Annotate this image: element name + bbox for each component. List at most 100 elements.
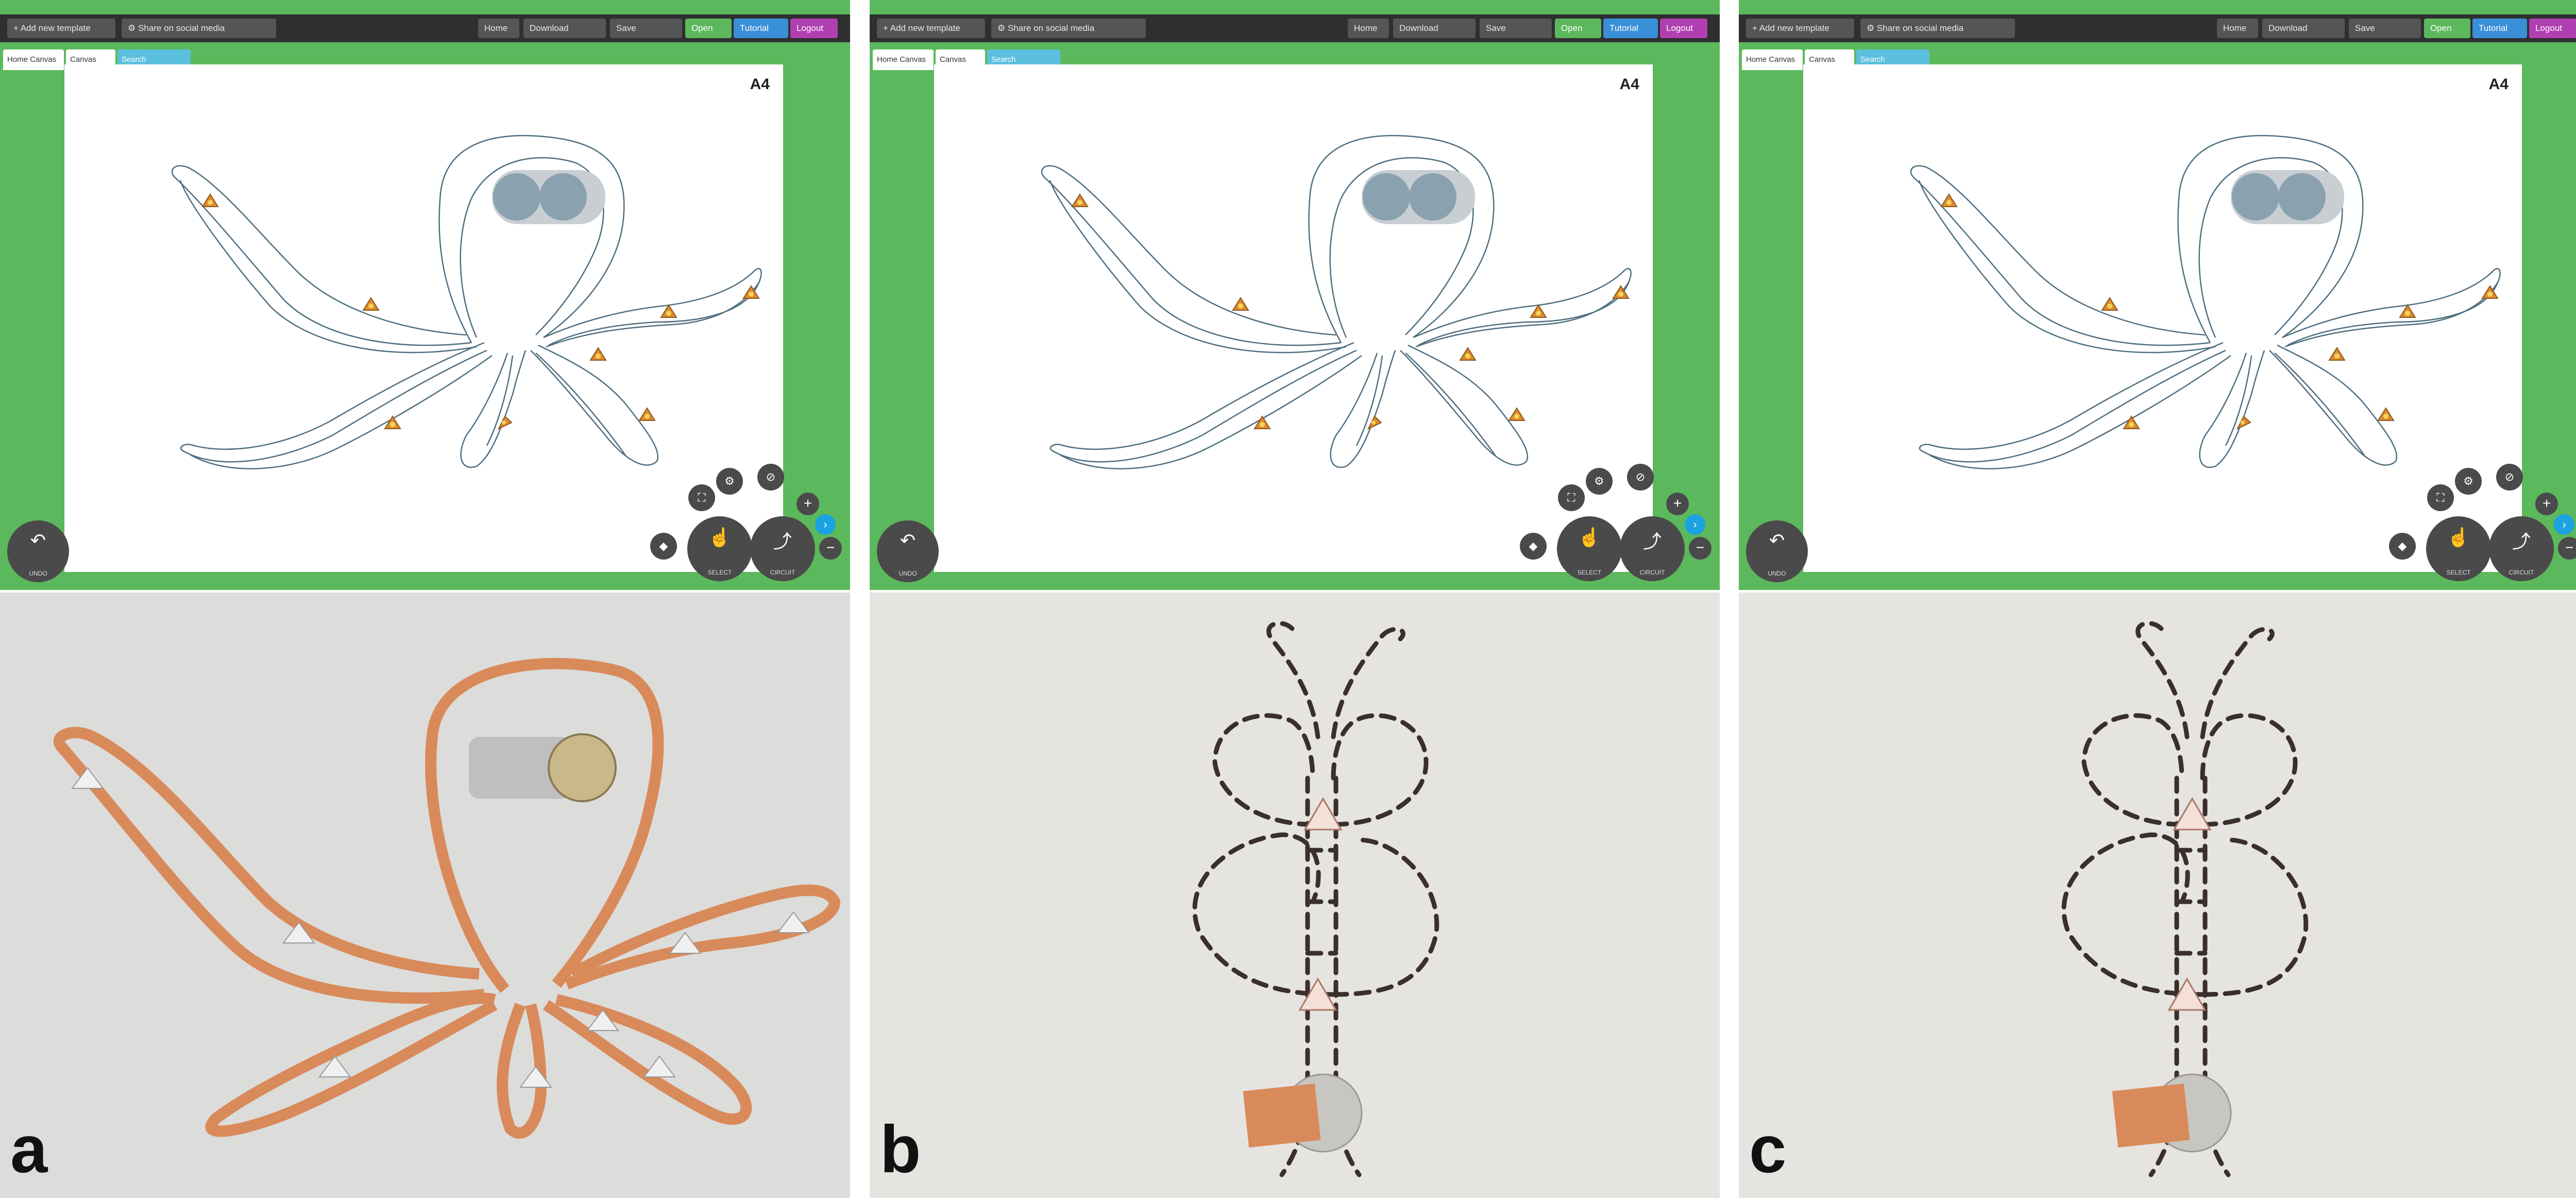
add-template-button[interactable]: + Add new template bbox=[7, 19, 115, 38]
settings-icon[interactable]: ⚙ bbox=[716, 468, 743, 495]
download-button[interactable]: Download bbox=[523, 19, 606, 38]
logout-button[interactable]: Logout bbox=[2529, 19, 2576, 38]
app-window: + Add new template ⚙ Share on social med… bbox=[870, 0, 1720, 590]
open-button[interactable]: Open bbox=[2424, 19, 2470, 38]
app-window: + Add new template ⚙ Share on social med… bbox=[1739, 0, 2576, 590]
layers-icon[interactable]: ◆ bbox=[650, 533, 677, 560]
photo-svg bbox=[870, 593, 1720, 1198]
fabricated-circuit-photo bbox=[0, 593, 850, 1198]
zoom-out-button[interactable]: − bbox=[2558, 537, 2576, 560]
share-button[interactable]: ⚙ Share on social media bbox=[122, 19, 276, 38]
tutorial-button[interactable]: Tutorial bbox=[734, 19, 788, 38]
save-button[interactable]: Save bbox=[1480, 19, 1552, 38]
layers-icon[interactable]: ◆ bbox=[2389, 533, 2416, 560]
select-button[interactable]: ☝ SELECT bbox=[1557, 516, 1622, 581]
undo-icon: ↶ bbox=[30, 530, 46, 551]
delete-icon[interactable]: ⊘ bbox=[757, 464, 784, 491]
zoom-in-button[interactable]: + bbox=[796, 493, 819, 515]
settings-icon[interactable]: ⚙ bbox=[2455, 468, 2482, 495]
add-template-button[interactable]: + Add new template bbox=[877, 19, 985, 38]
circuit-label: CIRCUIT bbox=[1639, 569, 1665, 576]
panel-toggle-button[interactable]: › bbox=[2554, 514, 2574, 535]
circuit-button[interactable]: ⤴ CIRCUIT bbox=[2489, 516, 2554, 581]
circuit-drawing[interactable] bbox=[1803, 64, 2522, 572]
wire-icon: ⤴ bbox=[2512, 531, 2531, 552]
select-button[interactable]: ☝ SELECT bbox=[687, 516, 752, 581]
zoom-in-button[interactable]: + bbox=[2535, 493, 2558, 515]
tab-home-canvas[interactable]: Home Canvas bbox=[3, 49, 64, 70]
paper-size-label: A4 bbox=[750, 76, 770, 93]
drawing-canvas[interactable]: A4 bbox=[1803, 64, 2522, 572]
fit-icon[interactable]: ⛶ bbox=[2427, 484, 2454, 511]
add-template-button[interactable]: + Add new template bbox=[1746, 19, 1854, 38]
battery-holder bbox=[469, 737, 572, 799]
delete-icon[interactable]: ⊘ bbox=[2496, 464, 2523, 491]
layers-icon[interactable]: ◆ bbox=[1520, 533, 1547, 560]
select-label: SELECT bbox=[2446, 569, 2471, 576]
drawing-canvas[interactable]: A4 bbox=[64, 64, 783, 572]
share-button[interactable]: ⚙ Share on social media bbox=[1860, 19, 2015, 38]
led-module-lower bbox=[2167, 977, 2207, 1011]
circuit-label: CIRCUIT bbox=[770, 569, 795, 576]
figure-panel-a: + Add new template ⚙ Share on social med… bbox=[0, 0, 850, 1198]
circuit-button[interactable]: ⤴ CIRCUIT bbox=[1620, 516, 1685, 581]
save-button[interactable]: Save bbox=[610, 19, 682, 38]
save-button[interactable]: Save bbox=[2349, 19, 2421, 38]
undo-button[interactable]: ↶ UNDO bbox=[1746, 520, 1808, 582]
paper-size-label: A4 bbox=[1619, 76, 1639, 93]
panel-toggle-button[interactable]: › bbox=[815, 514, 836, 535]
led-modules bbox=[71, 767, 810, 1088]
undo-icon: ↶ bbox=[1769, 530, 1785, 551]
undo-label: UNDO bbox=[29, 570, 47, 577]
undo-button[interactable]: ↶ UNDO bbox=[7, 520, 69, 582]
tutorial-button[interactable]: Tutorial bbox=[1603, 19, 1658, 38]
figure-panel-b: + Add new template ⚙ Share on social med… bbox=[870, 0, 1720, 1198]
photo-svg bbox=[0, 593, 850, 1198]
undo-icon: ↶ bbox=[900, 530, 916, 551]
settings-icon[interactable]: ⚙ bbox=[1586, 468, 1613, 495]
zoom-in-button[interactable]: + bbox=[1666, 493, 1689, 515]
open-button[interactable]: Open bbox=[1555, 19, 1601, 38]
panel-toggle-button[interactable]: › bbox=[1685, 514, 1705, 535]
fit-icon[interactable]: ⛶ bbox=[688, 484, 715, 511]
open-button[interactable]: Open bbox=[685, 19, 732, 38]
app-window: + Add new template ⚙ Share on social med… bbox=[0, 0, 850, 590]
select-button[interactable]: ☝ SELECT bbox=[2426, 516, 2491, 581]
drawing-canvas[interactable]: A4 bbox=[934, 64, 1653, 572]
select-icon: ☝ bbox=[2447, 527, 2470, 548]
tutorial-button[interactable]: Tutorial bbox=[2472, 19, 2527, 38]
tab-home-canvas[interactable]: Home Canvas bbox=[1742, 49, 1803, 70]
select-label: SELECT bbox=[707, 569, 732, 576]
select-label: SELECT bbox=[1577, 569, 1602, 576]
zoom-out-button[interactable]: − bbox=[1689, 537, 1711, 560]
paper-size-label: A4 bbox=[2488, 76, 2509, 93]
select-icon: ☝ bbox=[1578, 527, 1601, 548]
share-button[interactable]: ⚙ Share on social media bbox=[991, 19, 1146, 38]
circuit-button[interactable]: ⤴ CIRCUIT bbox=[750, 516, 815, 581]
led-module-lower bbox=[1298, 977, 1337, 1011]
home-button[interactable]: Home bbox=[2217, 19, 2258, 38]
coin-battery bbox=[548, 733, 617, 802]
circuit-drawing[interactable] bbox=[934, 64, 1653, 572]
undo-label: UNDO bbox=[1768, 570, 1786, 577]
delete-icon[interactable]: ⊘ bbox=[1627, 464, 1654, 491]
home-button[interactable]: Home bbox=[478, 19, 519, 38]
undo-button[interactable]: ↶ UNDO bbox=[877, 520, 939, 582]
tab-home-canvas[interactable]: Home Canvas bbox=[873, 49, 934, 70]
copper-pad bbox=[1243, 1083, 1321, 1148]
home-button[interactable]: Home bbox=[1348, 19, 1389, 38]
circuit-label: CIRCUIT bbox=[2509, 569, 2534, 576]
download-button[interactable]: Download bbox=[2262, 19, 2345, 38]
download-button[interactable]: Download bbox=[1393, 19, 1476, 38]
circuit-drawing[interactable] bbox=[64, 64, 783, 572]
zoom-out-button[interactable]: − bbox=[819, 537, 842, 560]
logout-button[interactable]: Logout bbox=[790, 19, 838, 38]
fit-icon[interactable]: ⛶ bbox=[1558, 484, 1585, 511]
panel-letter: a bbox=[10, 1111, 48, 1187]
figure-panel-c: + Add new template ⚙ Share on social med… bbox=[1739, 0, 2576, 1198]
wire-icon: ⤴ bbox=[773, 531, 792, 552]
led-module-upper bbox=[1303, 797, 1343, 831]
logout-button[interactable]: Logout bbox=[1660, 19, 1707, 38]
toolbar: + Add new template ⚙ Share on social med… bbox=[870, 14, 1720, 42]
copper-pad bbox=[2112, 1083, 2190, 1148]
